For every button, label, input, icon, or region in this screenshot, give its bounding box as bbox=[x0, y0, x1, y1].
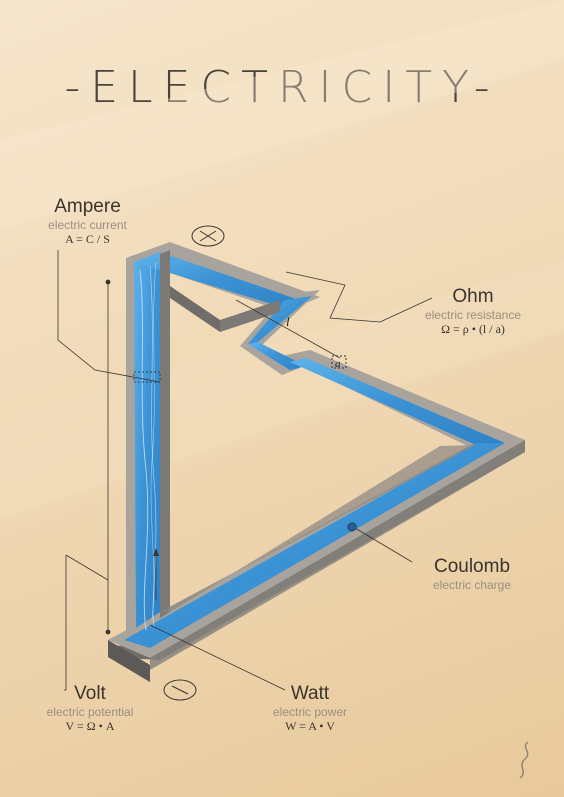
label-coulomb: Coulomb electric charge bbox=[412, 556, 532, 592]
area-glyph: a bbox=[335, 358, 341, 370]
area-marker bbox=[331, 355, 347, 369]
length-glyph: l bbox=[286, 314, 290, 329]
volt-formula: V = Ω • A bbox=[65, 719, 115, 733]
label-volt: Volt electric potential V = Ω • A bbox=[30, 683, 150, 734]
signature-icon bbox=[519, 741, 529, 779]
ohm-name: Ohm bbox=[452, 286, 494, 307]
volt-leader-line bbox=[64, 555, 67, 691]
length-line bbox=[235, 299, 341, 359]
label-watt: Watt electric power W = A • V bbox=[250, 683, 370, 734]
watt-sub: electric power bbox=[272, 705, 348, 719]
label-ohm: Ohm electric resistance Ω = ρ • (l / a) bbox=[408, 286, 538, 337]
inner-walls bbox=[160, 250, 476, 618]
ohm-sub: electric resistance bbox=[424, 308, 522, 322]
ampere-leader-line bbox=[57, 250, 161, 383]
background-band bbox=[0, 0, 564, 230]
annotation-lines bbox=[57, 250, 433, 691]
ohm-formula: Ω = ρ • (l / a) bbox=[441, 322, 505, 336]
circle-minus-icon bbox=[163, 679, 197, 701]
coulomb-sub: electric charge bbox=[432, 578, 512, 592]
ampere-sub: electric current bbox=[48, 218, 127, 232]
watt-name: Watt bbox=[290, 683, 330, 704]
label-ampere: Ampere electric current A = C / S bbox=[30, 196, 145, 247]
ohm-leader-line bbox=[285, 271, 433, 323]
channel-walls bbox=[108, 440, 525, 682]
circle-x-icon bbox=[191, 225, 225, 247]
ampere-formula: A = C / S bbox=[65, 232, 110, 246]
ampere-name: Ampere bbox=[54, 196, 121, 217]
arrow-head bbox=[153, 548, 159, 556]
charge-particle-icon bbox=[347, 522, 357, 532]
current-cross-section bbox=[133, 371, 161, 383]
page-title: -ELECTRICITY- bbox=[64, 62, 500, 113]
volt-name: Volt bbox=[74, 683, 106, 704]
watt-leader-line bbox=[149, 624, 286, 691]
water-flow bbox=[124, 252, 505, 648]
coulomb-name: Coulomb bbox=[433, 556, 511, 577]
coulomb-leader-line bbox=[354, 527, 413, 563]
watt-formula: W = A • V bbox=[285, 719, 335, 733]
volt-sub: electric potential bbox=[46, 705, 134, 719]
